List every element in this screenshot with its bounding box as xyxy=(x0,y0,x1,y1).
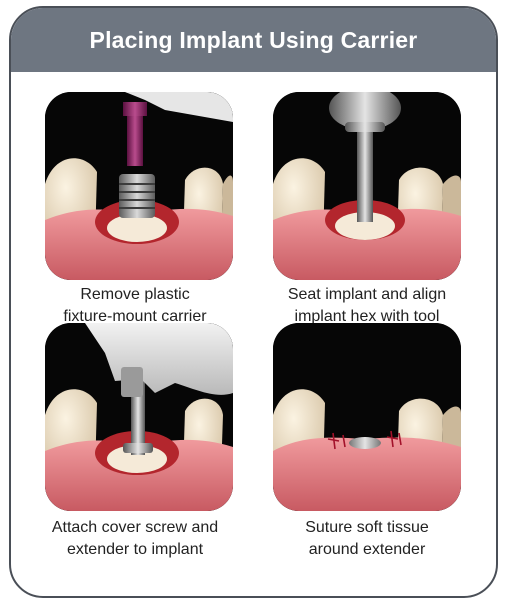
step-4-caption: Suture soft tissue around extender xyxy=(257,517,477,561)
implant-carrier-image xyxy=(45,92,233,280)
step-1-caption-line-1: Remove plastic xyxy=(25,284,245,306)
card-header: Placing Implant Using Carrier xyxy=(11,8,496,72)
step-3-illustration xyxy=(45,323,233,511)
step-3-caption-line-1: Attach cover screw and xyxy=(25,517,245,539)
step-3-caption-line-2: extender to implant xyxy=(25,539,245,561)
step-4-caption-line-1: Suture soft tissue xyxy=(257,517,477,539)
step-2-caption-line-1: Seat implant and align xyxy=(257,284,477,306)
step-1-illustration xyxy=(45,92,233,280)
step-2-illustration xyxy=(273,92,461,280)
gloved-hand-screw-image xyxy=(45,323,233,511)
step-3-caption: Attach cover screw and extender to impla… xyxy=(25,517,245,561)
card-title: Placing Implant Using Carrier xyxy=(90,27,418,54)
implant-hex-tool-image xyxy=(273,92,461,280)
sutured-gum-image xyxy=(273,323,461,511)
step-4-caption-line-2: around extender xyxy=(257,539,477,561)
step-2-caption: Seat implant and align implant hex with … xyxy=(257,284,477,328)
step-1-caption: Remove plastic fixture-mount carrier xyxy=(25,284,245,328)
step-4-illustration xyxy=(273,323,461,511)
